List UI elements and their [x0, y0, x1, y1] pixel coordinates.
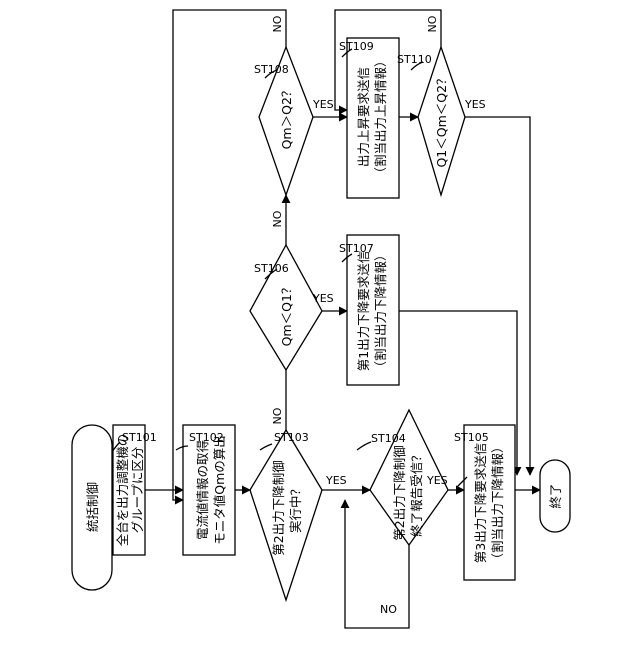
st110-text: Q1＜Qm＜Q2？ — [434, 72, 449, 167]
st109-label: ST109 — [339, 40, 374, 53]
st104-no-label: NO — [380, 603, 397, 616]
st103-label: ST103 — [274, 431, 309, 444]
st106-no-label: NO — [271, 210, 284, 227]
st102-text-line2: モニタ値Qmの算出 — [212, 435, 227, 545]
st103-decision — [250, 430, 322, 600]
st110-yes-label: YES — [464, 98, 486, 111]
end-label: 終了 — [548, 483, 563, 508]
st110-label: ST110 — [397, 53, 432, 66]
st103-text-line1: 第2出力下降制御 — [271, 460, 286, 555]
start-label: 統括制御 — [85, 482, 100, 532]
connector-st110-yes — [465, 117, 530, 475]
st101-text-line1: 全台を出力調整機の — [115, 434, 130, 547]
st106-yes-label: YES — [312, 292, 334, 305]
st103-yes-label: YES — [325, 474, 347, 487]
st104-label: ST104 — [371, 432, 406, 445]
st105-text-line2: （割当出力下降情報） — [490, 440, 505, 565]
st103-text-line2: 実行中？ — [288, 483, 303, 533]
st110-no-label: NO — [426, 15, 439, 32]
st104-text-line1: 第2出力下降制御 — [392, 445, 407, 540]
st108-no-label: NO — [271, 15, 284, 32]
st108-text: Qm＞Q2？ — [279, 85, 294, 150]
st107-text-line1: 第1出力下降要求送信 — [356, 251, 371, 371]
st106-label: ST106 — [254, 262, 289, 275]
st109-text-line2: （割当出力上昇情報） — [373, 54, 388, 179]
st107-text-line2: （割当出力下降情報） — [373, 248, 388, 373]
st104-yes-label: YES — [426, 474, 448, 487]
st108-yes-label: YES — [312, 98, 334, 111]
st105-label: ST105 — [454, 431, 489, 444]
st106-text: Qm＜Q1？ — [279, 282, 294, 347]
st101-text-line2: グループに区分 — [130, 447, 145, 534]
st102-text-line1: 電流値情報の取得 — [195, 440, 210, 540]
st105-text-line1: 第3出力下降要求送信 — [473, 443, 488, 563]
st103-no-label: NO — [271, 407, 284, 424]
st109-text-line1: 出力上昇要求送信 — [356, 67, 371, 167]
st104-text-line2: 終了報告受信？ — [409, 449, 424, 537]
st108-label: ST108 — [254, 63, 289, 76]
